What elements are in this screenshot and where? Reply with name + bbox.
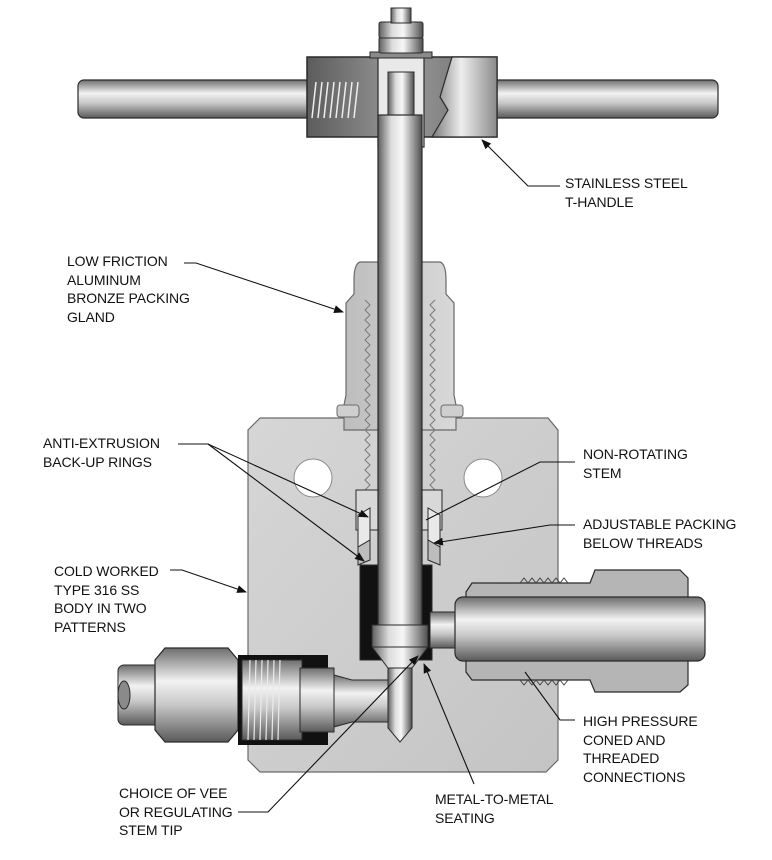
label-connections: HIGH PRESSURE CONED AND THREADED CONNECT… [583, 713, 698, 785]
handle-thread [311, 81, 359, 119]
label-seating: METAL-TO-METAL SEATING [435, 791, 554, 826]
label-non-rotating-stem: NON-ROTATING STEM [583, 446, 688, 481]
leader-stem-tip [238, 655, 419, 813]
mounting-hole-right [463, 458, 503, 498]
leader-packing-gland [184, 262, 344, 313]
label-body: COLD WORKED TYPE 316 SS BODY IN TWO PATT… [54, 563, 159, 635]
stud [390, 7, 412, 24]
gland-flange-left [336, 404, 360, 418]
label-anti-extrusion: ANTI-EXTRUSION BACK-UP RINGS [43, 435, 160, 470]
right-connection [429, 569, 706, 693]
leader-anti-extrusion-2 [207, 443, 365, 562]
leader-connections [524, 671, 575, 721]
handle-bar-left [77, 79, 319, 119]
outlet-bore [387, 667, 413, 743]
label-adjustable-packing: ADJUSTABLE PACKING BELOW THREADS [583, 516, 737, 551]
leader-lines [170, 139, 575, 813]
stem [377, 114, 423, 646]
gland-threads [364, 299, 436, 491]
left-connection [117, 647, 389, 745]
leader-adjustable-packing [433, 524, 575, 546]
label-packing-gland: LOW FRICTION ALUMINUM BRONZE PACKING GLA… [67, 253, 190, 325]
handle-bar-right [469, 79, 719, 119]
gland-flange-right [440, 404, 464, 418]
leader-body [170, 569, 247, 593]
label-stem-tip: CHOICE OF VEE OR REGULATING STEM TIP [119, 785, 233, 838]
mounting-hole-left [293, 458, 333, 498]
leader-seating [423, 663, 475, 785]
packing-rings [357, 507, 441, 566]
leader-t-handle [481, 139, 560, 187]
handle-boss [430, 56, 498, 138]
nut-upper [378, 21, 424, 39]
label-t-handle: STAINLESS STEEL T-HANDLE [565, 175, 688, 210]
nut-lower [378, 36, 424, 54]
leader-non-rotating-stem [425, 461, 575, 521]
